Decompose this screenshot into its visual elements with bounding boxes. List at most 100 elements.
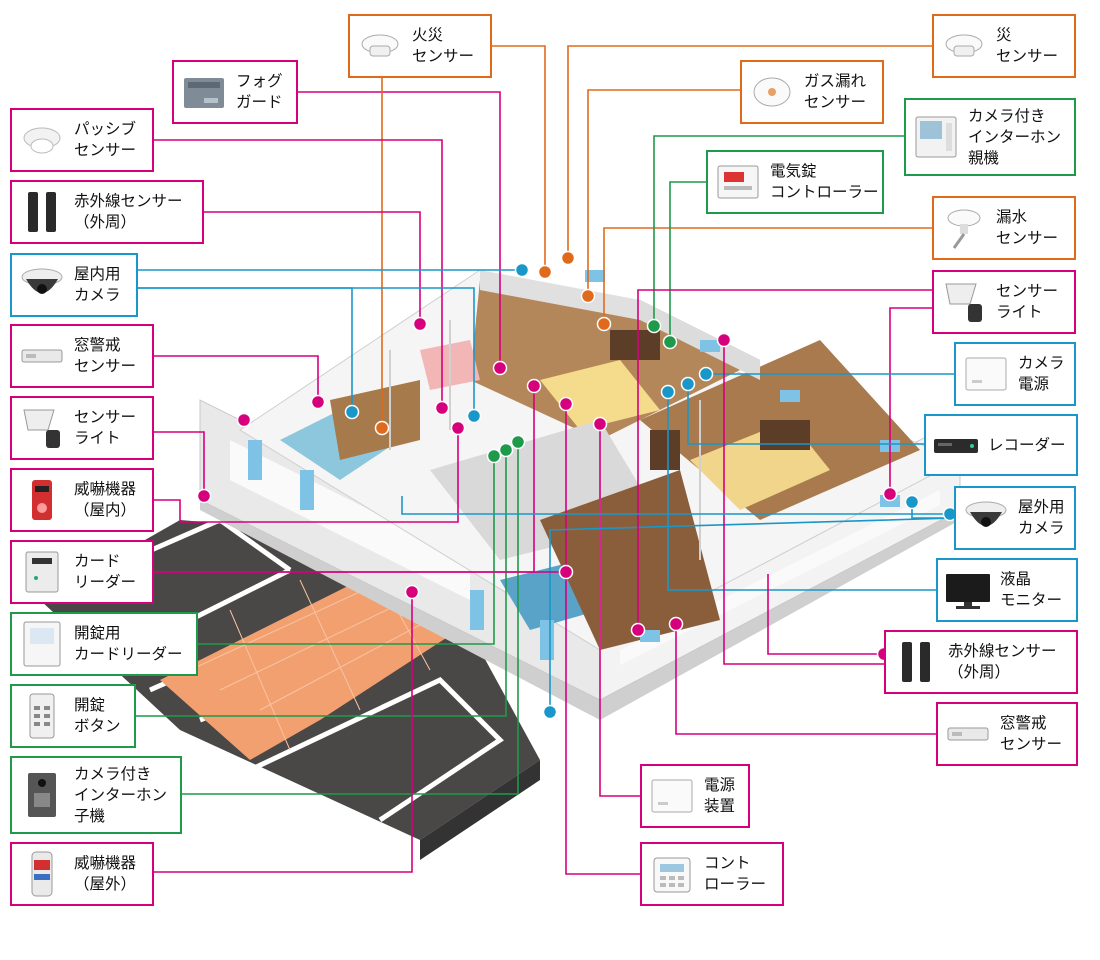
card-reader-line1: カード: [74, 552, 121, 570]
device-passive-sensor[interactable]: パッシブセンサー: [10, 108, 154, 172]
fog-guard-unit-icon: [180, 68, 228, 116]
device-ir-sensor-left[interactable]: 赤外線センサー（外周）: [10, 180, 204, 244]
marker-gas-leak-sensor: [580, 288, 596, 304]
marker-fire-sensor: [374, 420, 390, 436]
marker-intercom-master: [646, 318, 662, 334]
device-sensor-light-left[interactable]: センサーライト: [10, 396, 154, 460]
marker-outdoor-camera: [904, 494, 920, 510]
device-gas-leak-sensor[interactable]: ガス漏れセンサー: [740, 60, 884, 124]
device-ir-sensor-right[interactable]: 赤外線センサー（外周）: [884, 630, 1078, 694]
marker-indoor-camera-a: [514, 262, 530, 278]
lcd-line2: モニター: [1000, 591, 1063, 609]
threat-outdoor-line1: 威嚇機器: [74, 854, 137, 872]
marker-ir-left: [412, 316, 428, 332]
device-power-unit[interactable]: 電源装置: [640, 764, 750, 828]
window-left-line2: センサー: [74, 357, 137, 375]
marker-fire-sensor-2: [537, 264, 553, 280]
marker-outdoor-camera-b: [542, 704, 558, 720]
device-unlock-card-reader[interactable]: 開錠用カードリーダー: [10, 612, 198, 676]
device-electric-lock-controller[interactable]: 電気錠コントローラー: [706, 150, 884, 214]
window-right-line1: 窓警戒: [1000, 714, 1047, 732]
device-disaster-sensor[interactable]: 災センサー: [932, 14, 1076, 78]
device-sensor-light-right[interactable]: センサーライト: [932, 270, 1076, 334]
device-recorder[interactable]: レコーダー: [924, 414, 1078, 476]
siren-tower-icon: [18, 850, 66, 898]
unlock-card-line2: カードリーダー: [74, 645, 183, 663]
connector-light-left: [154, 431, 205, 496]
marker-fog-guard: [492, 360, 508, 376]
marker-lock-controller: [662, 334, 678, 350]
device-markers: [196, 250, 958, 720]
connector-window-left: [154, 355, 319, 402]
device-fog-guard[interactable]: フォグガード: [172, 60, 298, 124]
device-water-leak-sensor[interactable]: 漏水センサー: [932, 196, 1076, 260]
connector-water-leak-sensor: [603, 227, 932, 324]
unlock-card-line1: 開錠用: [74, 624, 121, 642]
fog-guard-line1: フォグ: [236, 72, 283, 90]
connector-recorder: [687, 384, 924, 445]
card-reader-panel-icon: [18, 620, 66, 668]
connector-ir-right: [723, 340, 884, 665]
sensor-light-icon: [940, 278, 988, 326]
dome-camera-icon: [962, 494, 1010, 542]
device-video-intercom-door[interactable]: カメラ付きインターホン子機: [10, 756, 182, 834]
intercom-master-line2: インターホン: [968, 127, 1062, 146]
light-left-line2: ライト: [74, 429, 121, 447]
device-window-sensor-left[interactable]: 窓警戒センサー: [10, 324, 154, 388]
recorder-icon: [932, 421, 980, 469]
marker-threat-indoor: [450, 420, 466, 436]
window-right-line2: センサー: [1000, 735, 1063, 753]
light-right-line2: ライト: [996, 303, 1043, 321]
device-card-reader[interactable]: カードリーダー: [10, 540, 154, 604]
device-controller[interactable]: コントローラー: [640, 842, 784, 906]
marker-passive-sensor: [434, 400, 450, 416]
device-video-intercom-master[interactable]: カメラ付きインターホン親機: [904, 98, 1076, 176]
connector-lock-controller: [669, 181, 706, 342]
fog-guard-line2: ガード: [236, 93, 283, 111]
marker-ir-right: [716, 332, 732, 348]
connection-lines: [136, 45, 955, 875]
device-camera-power[interactable]: カメラ電源: [954, 342, 1076, 406]
device-indoor-camera[interactable]: 屋内用カメラ: [10, 253, 138, 317]
device-threat-indoor[interactable]: 威嚇機器 （屋内）: [10, 468, 154, 532]
device-outdoor-camera[interactable]: 屋外用カメラ: [954, 486, 1076, 550]
gas-sensor-line1: ガス漏れ: [804, 72, 867, 90]
device-lcd-monitor[interactable]: 液晶モニター: [936, 558, 1078, 622]
connector-intercom-master: [653, 135, 904, 326]
connector-fire-sensor-2: [492, 45, 546, 272]
dome-camera-icon: [18, 261, 66, 309]
connector-unlock-card: [198, 456, 495, 645]
connector-lcd-monitor: [667, 392, 936, 591]
marker-window-left: [310, 394, 326, 410]
connector-controller: [565, 404, 640, 875]
card-reader-icon: [18, 548, 66, 596]
gas-detector-icon: [748, 68, 796, 116]
water-sensor-icon: [940, 204, 988, 252]
connector-threat-outdoor: [154, 592, 413, 873]
marker-controller: [558, 396, 574, 412]
device-fire-sensor[interactable]: 火災センサー: [348, 14, 492, 78]
connector-intercom-door: [182, 442, 519, 795]
water-sensor-line1: 漏水: [996, 208, 1028, 226]
marker-card-reader-b: [558, 564, 574, 580]
marker-window-right: [668, 616, 684, 632]
ir-right-line2: （外周）: [948, 663, 1011, 681]
marker-sensor-right-b: [630, 622, 646, 638]
threat-indoor-line1: 威嚇機器: [74, 480, 137, 498]
power-unit-line1: 電源: [704, 776, 736, 794]
power-unit-line2: 装置: [704, 797, 736, 815]
light-right-line1: センサー: [996, 282, 1059, 300]
threat-outdoor-line2: （屋外）: [74, 875, 137, 893]
siren-icon: [18, 476, 66, 524]
device-window-sensor-right[interactable]: 窓警戒センサー: [936, 702, 1078, 766]
threat-indoor-line2: （屋内）: [74, 501, 137, 519]
recorder-line1: レコーダー: [988, 435, 1066, 454]
marker-intercom-door: [510, 434, 526, 450]
window-left-line1: 窓警戒: [74, 336, 121, 354]
outdoor-camera-line1: 屋外用: [1018, 498, 1065, 516]
device-threat-outdoor[interactable]: 威嚇機器 （屋外）: [10, 842, 154, 906]
device-unlock-button[interactable]: 開錠ボタン: [10, 684, 136, 748]
passive-sensor-line1: パッシブ: [74, 120, 137, 138]
connector-passive-sensor: [154, 139, 443, 408]
